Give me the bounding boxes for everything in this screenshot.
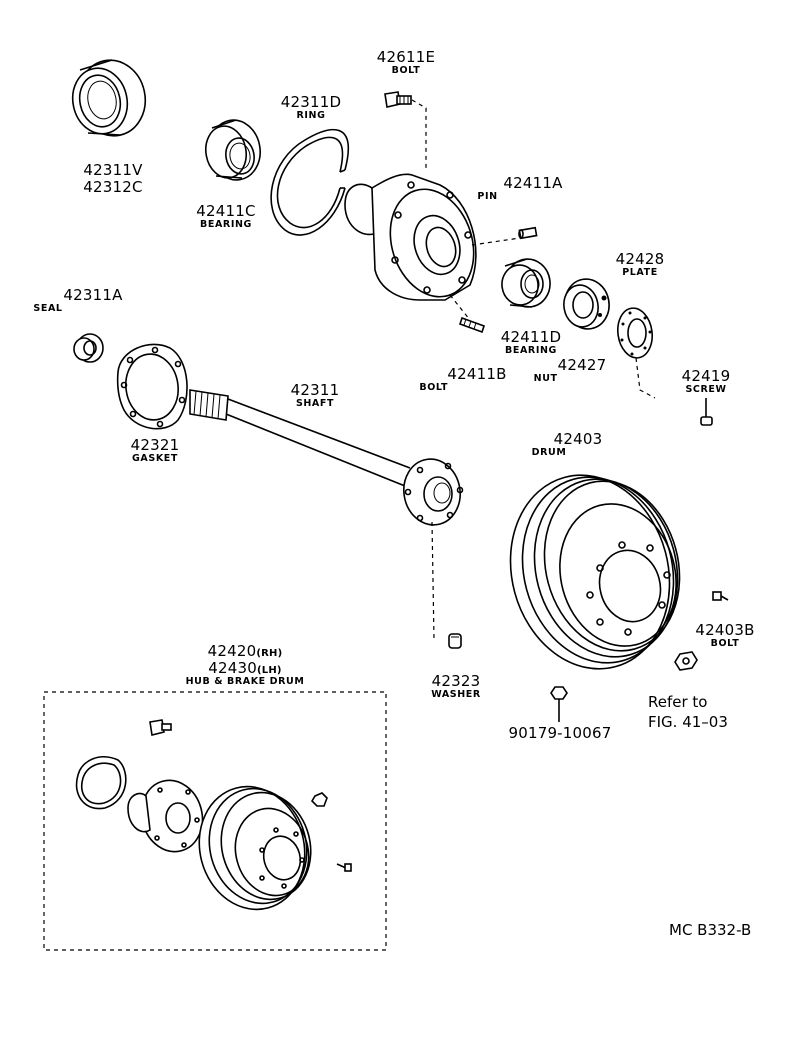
assembly-hub-and-drum (75, 719, 352, 911)
part-number: 90179-10067 (508, 724, 612, 742)
label-42411a: 42411A PIN (477, 174, 563, 202)
label-42311a: 42311A SEAL (33, 286, 123, 314)
hub-bolt-42611e (384, 91, 427, 168)
reference-line-1: Refer to (648, 693, 708, 711)
label-42411d: 42411D BEARING (501, 330, 561, 356)
part-number: 42312C (83, 178, 143, 196)
part-name: SEAL (33, 303, 63, 314)
assembly-number-rh: 42420(RH) (207, 642, 283, 660)
part-number: 42321 (130, 436, 180, 454)
part-number: 42311 (290, 381, 340, 399)
part-name: PLATE (622, 267, 658, 278)
part-number: 42411C (196, 202, 256, 220)
part-number: 42403B (695, 621, 755, 639)
pin-42411a (518, 226, 538, 240)
lock-plate-42428 (617, 307, 656, 399)
part-name: SHAFT (295, 398, 335, 409)
part-number: 42411A (503, 174, 563, 192)
part-name: BEARING (505, 345, 557, 356)
label-42419: 42419 SCREW (682, 369, 731, 395)
bolt-42411b (458, 316, 486, 334)
label-42311: 42311 SHAFT (291, 383, 340, 409)
nut-90179-10067 (550, 686, 568, 722)
label-42428: 42428 PLATE (616, 252, 665, 278)
label-42311v: 42311V 42312C (83, 163, 142, 195)
label-42411b: 42411B BOLT (419, 365, 507, 393)
gasket-42321 (116, 343, 188, 430)
label-90179-10067: 90179-10067 (508, 726, 611, 741)
snap-ring-42311d (270, 128, 350, 236)
assembly-outline (43, 691, 387, 951)
part-name: GASKET (132, 453, 178, 464)
axle-shaft-42311 (189, 389, 464, 641)
label-42323: 42323 WASHER (431, 674, 481, 700)
brake-drum-42403 (509, 474, 681, 670)
reference-note: Refer to FIG. 41–03 (648, 692, 728, 732)
part-name: WASHER (431, 689, 481, 700)
assembly-name: HUB & BRAKE DRUM (185, 676, 305, 687)
label-42427: 42427 NUT (534, 356, 607, 384)
part-number: 42411D (500, 328, 562, 346)
part-number: 42428 (615, 250, 665, 268)
part-name: SCREW (685, 384, 727, 395)
part-name: BOLT (419, 382, 449, 393)
label-42611e: 42611E BOLT (377, 50, 435, 76)
label-42403b: 42403B BOLT (695, 623, 754, 649)
seal-42311a (73, 333, 104, 363)
bearing-42411c (204, 119, 261, 181)
part-number: 42419 (681, 367, 731, 385)
lock-nut-42427 (563, 278, 610, 330)
label-42311d: 42311D RING (281, 95, 341, 121)
part-name: BOLT (391, 65, 421, 76)
label-42403: 42403 DRUM (532, 430, 603, 458)
label-42321: 42321 GASKET (131, 438, 180, 464)
part-name: BEARING (200, 219, 252, 230)
part-name: RING (296, 110, 326, 121)
part-name: DRUM (531, 447, 567, 458)
part-name: NUT (533, 373, 558, 384)
label-assembly: 42420(RH) 42430(LH) HUB & BRAKE DRUM (186, 644, 305, 687)
part-number: 42403 (553, 430, 603, 448)
axle-hub (344, 173, 521, 321)
part-number: 42611E (376, 48, 436, 66)
part-number: 42311A (63, 286, 123, 304)
label-42411c: 42411C BEARING (196, 204, 255, 230)
bearing-42411d (501, 258, 551, 308)
screw-42419 (700, 398, 713, 426)
part-number: 42311V (83, 161, 143, 179)
reference-line-2: FIG. 41–03 (648, 713, 728, 731)
hub-nut-ref (674, 651, 698, 671)
part-number: 42323 (431, 672, 481, 690)
part-name: PIN (477, 191, 498, 202)
bolt-42403b (712, 591, 729, 601)
washer-42323 (448, 633, 462, 649)
part-name: BOLT (710, 638, 740, 649)
oil-seal-42311v (71, 59, 147, 137)
part-number: 42311D (280, 93, 342, 111)
figure-code: MC B332-B (669, 921, 752, 939)
part-number: 42427 (557, 356, 607, 374)
assembly-number-lh: 42430(LH) (208, 659, 282, 677)
part-number: 42411B (447, 365, 507, 383)
